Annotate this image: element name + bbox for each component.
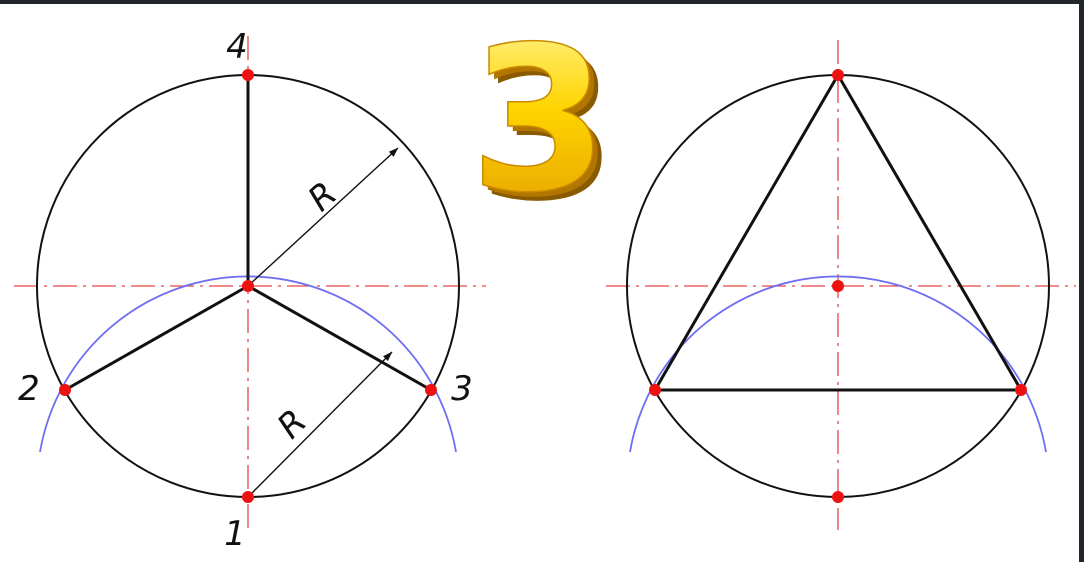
right-figure [606, 40, 1076, 530]
step-number-badge: 3 3 3 [469, 3, 618, 246]
step-number-shadow: 3 [478, 13, 617, 246]
inscribed-triangle [653, 73, 1023, 392]
radius-dimension-lower [247, 351, 393, 498]
segment-center-to-2 [64, 284, 249, 392]
paper-frame [0, 4, 1079, 562]
radius-label-lower: R [270, 402, 315, 447]
point-label-2: 2 [18, 369, 40, 409]
arc-center-point-right [832, 491, 844, 503]
center-point-right [832, 280, 844, 292]
center-point-left [242, 280, 254, 292]
point-3-marker [425, 384, 437, 396]
step-number: 3 [469, 4, 608, 237]
step-number-bevel: 3 [474, 9, 613, 242]
radius-label-upper: R [300, 174, 344, 220]
segment-center-to-3 [247, 284, 432, 392]
point-2-marker [59, 384, 71, 396]
left-figure: R R 1 2 3 4 [14, 27, 486, 554]
point-label-3: 3 [451, 369, 473, 409]
point-label-1: 1 [224, 514, 246, 554]
point-label-4: 4 [226, 27, 248, 67]
triangle-vertex-left [649, 384, 661, 396]
triangle-vertex-right [1015, 384, 1027, 396]
triangle-vertex-top [832, 69, 844, 81]
point-4-marker [242, 69, 254, 81]
point-1-marker [242, 491, 254, 503]
radius-dimension-upper [247, 147, 399, 287]
construction-arc-right [629, 275, 1047, 453]
